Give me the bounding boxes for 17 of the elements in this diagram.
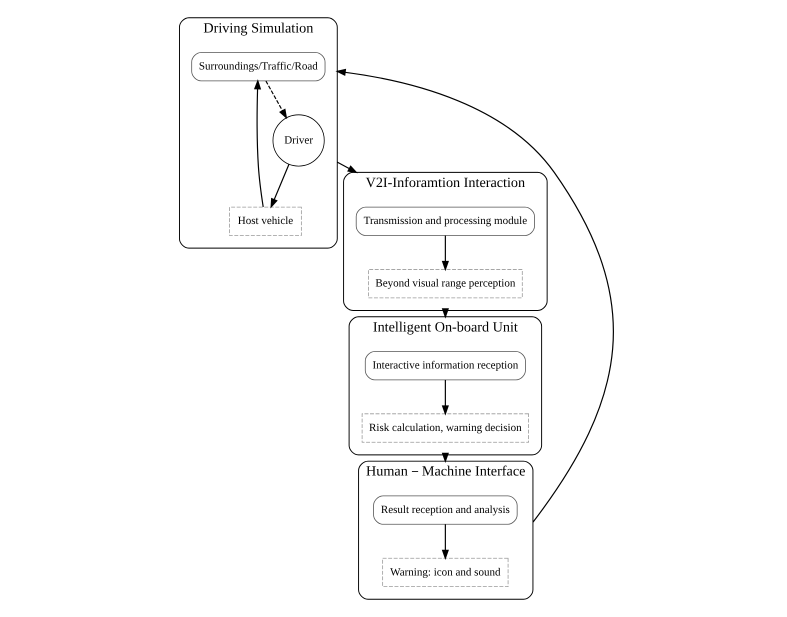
arrow [442,380,449,416]
node-box: Transmission and processing module [356,206,535,236]
arrow [336,162,358,174]
arrow [442,524,449,560]
node-box: Host vehicle [229,206,302,236]
arrow [265,80,288,120]
node-box: Warning: icon and sound [382,558,508,588]
node-box: Beyond visual range perception [368,269,523,298]
arrow [336,68,614,523]
arrow [254,79,264,208]
node-box: Surroundings/Traffic/Road [191,52,326,82]
node-circle: Driver [272,114,325,166]
arrow [442,236,449,272]
node-box: Interactive information reception [364,351,526,380]
node-box: Risk calculation, warning decision [362,413,529,443]
arrow [270,164,290,209]
node-box: Result reception and analysis [373,496,518,525]
